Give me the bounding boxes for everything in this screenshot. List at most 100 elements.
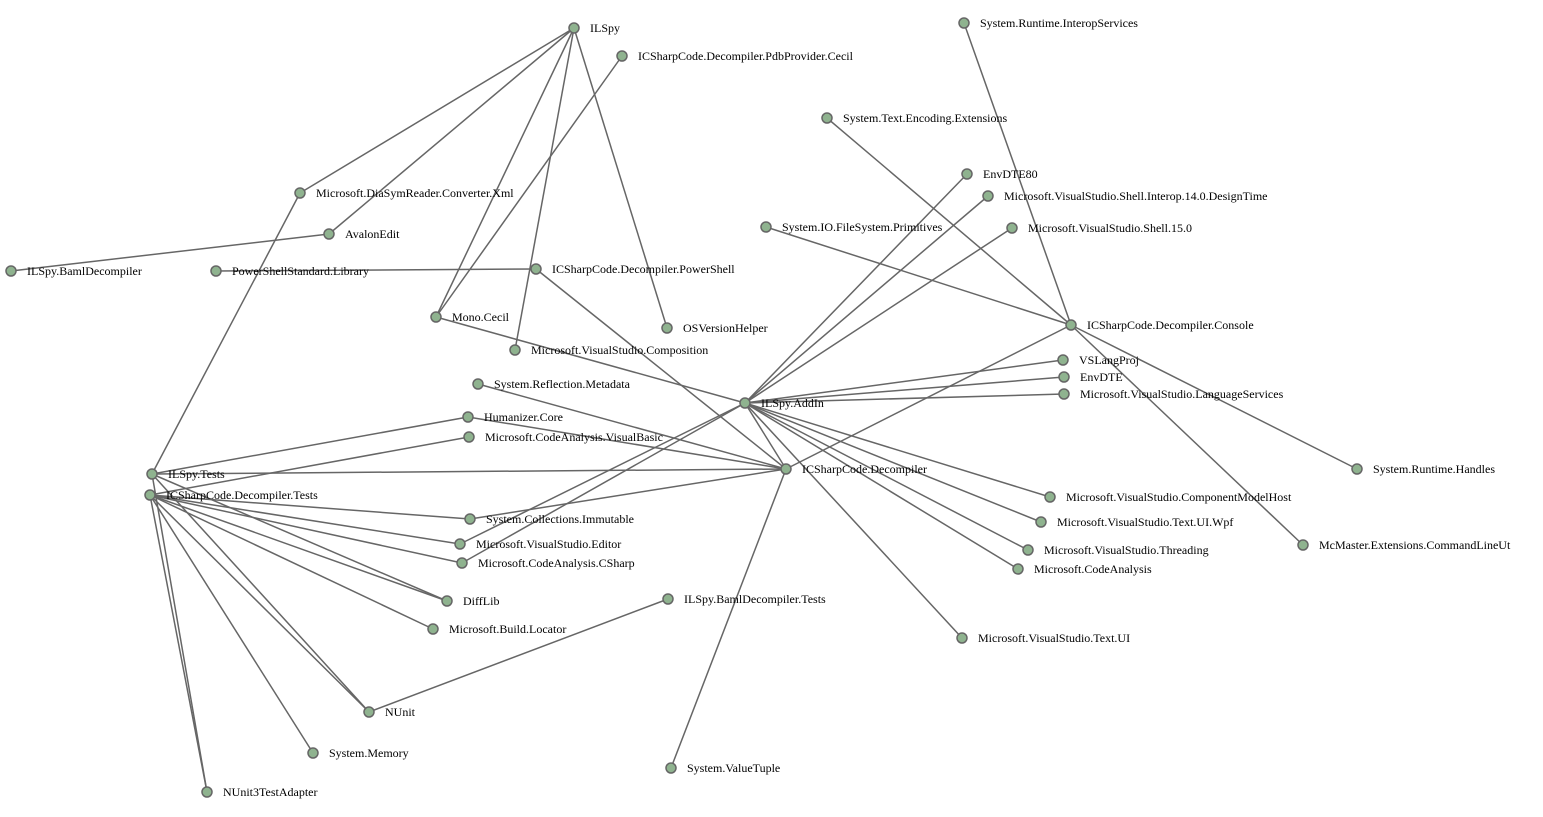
node-circle[interactable] <box>665 762 677 774</box>
node-circle[interactable] <box>1058 371 1070 383</box>
node-microsoft-build-locator[interactable]: Microsoft.Build.Locator <box>427 622 566 636</box>
node-icsharpcode-decompiler-console[interactable]: ICSharpCode.Decompiler.Console <box>1065 318 1254 332</box>
node-vslangproj[interactable]: VSLangProj <box>1057 353 1139 367</box>
node-circle[interactable] <box>1297 539 1309 551</box>
node-ilspy-bamldecompiler[interactable]: ILSpy.BamlDecompiler <box>5 264 142 278</box>
node-system-runtime-interopservices[interactable]: System.Runtime.InteropServices <box>958 16 1138 30</box>
node-icsharpcode-decompiler[interactable]: ICSharpCode.Decompiler <box>780 462 927 476</box>
node-circle[interactable] <box>530 263 542 275</box>
edge-icsharpcode-decompiler-tests-to-microsoft-visualstudio-editor <box>149 494 461 545</box>
node-microsoft-diasymreader-converter-xml[interactable]: Microsoft.DiaSymReader.Converter.Xml <box>294 186 514 200</box>
node-microsoft-visualstudio-languageservices[interactable]: Microsoft.VisualStudio.LanguageServices <box>1058 387 1284 401</box>
node-osversionhelper[interactable]: OSVersionHelper <box>661 321 768 335</box>
node-ilspy-bamldecompiler-tests[interactable]: ILSpy.BamlDecompiler.Tests <box>662 592 826 606</box>
node-circle[interactable] <box>662 593 674 605</box>
node-ilspy[interactable]: ILSpy <box>568 21 620 35</box>
node-circle[interactable] <box>1065 319 1077 331</box>
node-circle[interactable] <box>1006 222 1018 234</box>
node-circle[interactable] <box>1057 354 1069 366</box>
node-difflib[interactable]: DiffLib <box>441 594 499 608</box>
node-system-reflection-metadata[interactable]: System.Reflection.Metadata <box>472 377 631 391</box>
node-circle[interactable] <box>1058 388 1070 400</box>
node-circle[interactable] <box>472 378 484 390</box>
node-icsharpcode-decompiler-pdbprovider-cecil[interactable]: ICSharpCode.Decompiler.PdbProvider.Cecil <box>616 49 854 63</box>
node-circle[interactable] <box>5 265 17 277</box>
node-label: NUnit3TestAdapter <box>223 785 317 799</box>
node-nunit3testadapter[interactable]: NUnit3TestAdapter <box>201 785 317 799</box>
node-avalonedit[interactable]: AvalonEdit <box>323 227 400 241</box>
node-circle[interactable] <box>144 489 156 501</box>
node-circle[interactable] <box>441 595 453 607</box>
node-circle[interactable] <box>821 112 833 124</box>
node-label: DiffLib <box>463 594 499 608</box>
node-circle[interactable] <box>427 623 439 635</box>
edge-system-collections-immutable-to-icsharpcode-decompiler <box>469 468 787 520</box>
node-circle[interactable] <box>1012 563 1024 575</box>
node-circle[interactable] <box>1044 491 1056 503</box>
node-microsoft-codeanalysis-csharp[interactable]: Microsoft.CodeAnalysis.CSharp <box>456 556 635 570</box>
node-circle[interactable] <box>760 221 772 233</box>
node-microsoft-visualstudio-composition[interactable]: Microsoft.VisualStudio.Composition <box>509 343 708 357</box>
node-microsoft-visualstudio-componentmodelhost[interactable]: Microsoft.VisualStudio.ComponentModelHos… <box>1044 490 1292 504</box>
node-microsoft-visualstudio-shell-interop-14-0-designtime[interactable]: Microsoft.VisualStudio.Shell.Interop.14.… <box>982 189 1268 203</box>
node-label: ILSpy.BamlDecompiler <box>27 264 142 278</box>
node-icsharpcode-decompiler-powershell[interactable]: ICSharpCode.Decompiler.PowerShell <box>530 262 735 276</box>
node-microsoft-visualstudio-threading[interactable]: Microsoft.VisualStudio.Threading <box>1022 543 1209 557</box>
node-circle[interactable] <box>363 706 375 718</box>
node-circle[interactable] <box>210 265 222 277</box>
node-microsoft-visualstudio-text-ui-wpf[interactable]: Microsoft.VisualStudio.Text.UI.Wpf <box>1035 515 1233 529</box>
node-microsoft-codeanalysis[interactable]: Microsoft.CodeAnalysis <box>1012 562 1152 576</box>
node-circle[interactable] <box>616 50 628 62</box>
node-microsoft-codeanalysis-visualbasic[interactable]: Microsoft.CodeAnalysis.VisualBasic <box>463 430 663 444</box>
node-circle[interactable] <box>454 538 466 550</box>
edge-ilspy-to-avalonedit <box>328 27 575 235</box>
node-system-valuetuple[interactable]: System.ValueTuple <box>665 761 780 775</box>
node-circle[interactable] <box>201 786 213 798</box>
edge-ilspy-to-microsoft-diasymreader-converter-xml <box>299 27 575 194</box>
node-circle[interactable] <box>780 463 792 475</box>
node-circle[interactable] <box>462 411 474 423</box>
node-circle[interactable] <box>1351 463 1363 475</box>
node-circle[interactable] <box>323 228 335 240</box>
nodes-layer: ILSpyICSharpCode.Decompiler.PdbProvider.… <box>5 16 1511 799</box>
node-circle[interactable] <box>661 322 673 334</box>
node-envdte[interactable]: EnvDTE <box>1058 370 1123 384</box>
node-system-io-filesystem-primitives[interactable]: System.IO.FileSystem.Primitives <box>760 220 943 234</box>
node-humanizer-core[interactable]: Humanizer.Core <box>462 410 563 424</box>
edge-icsharpcode-decompiler-tests-to-difflib <box>149 494 448 602</box>
node-circle[interactable] <box>961 168 973 180</box>
node-circle[interactable] <box>568 22 580 34</box>
edge-ilspy-addin-to-microsoft-visualstudio-shell-15-0 <box>744 227 1013 404</box>
node-circle[interactable] <box>509 344 521 356</box>
node-circle[interactable] <box>464 513 476 525</box>
node-circle[interactable] <box>1035 516 1047 528</box>
node-circle[interactable] <box>1022 544 1034 556</box>
node-circle[interactable] <box>739 397 751 409</box>
node-ilspy-tests[interactable]: ILSpy.Tests <box>146 467 225 481</box>
node-circle[interactable] <box>430 311 442 323</box>
node-nunit[interactable]: NUnit <box>363 705 416 719</box>
node-circle[interactable] <box>146 468 158 480</box>
edge-ilspy-addin-to-microsoft-visualstudio-componentmodelhost <box>744 402 1051 498</box>
node-system-text-encoding-extensions[interactable]: System.Text.Encoding.Extensions <box>821 111 1007 125</box>
node-microsoft-visualstudio-editor[interactable]: Microsoft.VisualStudio.Editor <box>454 537 621 551</box>
node-mcmaster-extensions-commandlineut[interactable]: McMaster.Extensions.CommandLineUt <box>1297 538 1511 552</box>
node-circle[interactable] <box>294 187 306 199</box>
node-circle[interactable] <box>307 747 319 759</box>
node-mono-cecil[interactable]: Mono.Cecil <box>430 310 510 324</box>
node-icsharpcode-decompiler-tests[interactable]: ICSharpCode.Decompiler.Tests <box>144 488 318 502</box>
node-system-collections-immutable[interactable]: System.Collections.Immutable <box>464 512 634 526</box>
node-microsoft-visualstudio-shell-15-0[interactable]: Microsoft.VisualStudio.Shell.15.0 <box>1006 221 1192 235</box>
node-circle[interactable] <box>456 557 468 569</box>
node-system-runtime-handles[interactable]: System.Runtime.Handles <box>1351 462 1495 476</box>
node-ilspy-addin[interactable]: ILSpy.AddIn <box>739 396 824 410</box>
node-circle[interactable] <box>463 431 475 443</box>
node-circle[interactable] <box>958 17 970 29</box>
edge-ilspy-tests-to-icsharpcode-decompiler <box>151 468 787 475</box>
node-system-memory[interactable]: System.Memory <box>307 746 409 760</box>
node-circle[interactable] <box>982 190 994 202</box>
node-microsoft-visualstudio-text-ui[interactable]: Microsoft.VisualStudio.Text.UI <box>956 631 1130 645</box>
node-envdte80[interactable]: EnvDTE80 <box>961 167 1038 181</box>
node-circle[interactable] <box>956 632 968 644</box>
node-powershellstandard-library[interactable]: PowerShellStandard.Library <box>210 264 369 278</box>
